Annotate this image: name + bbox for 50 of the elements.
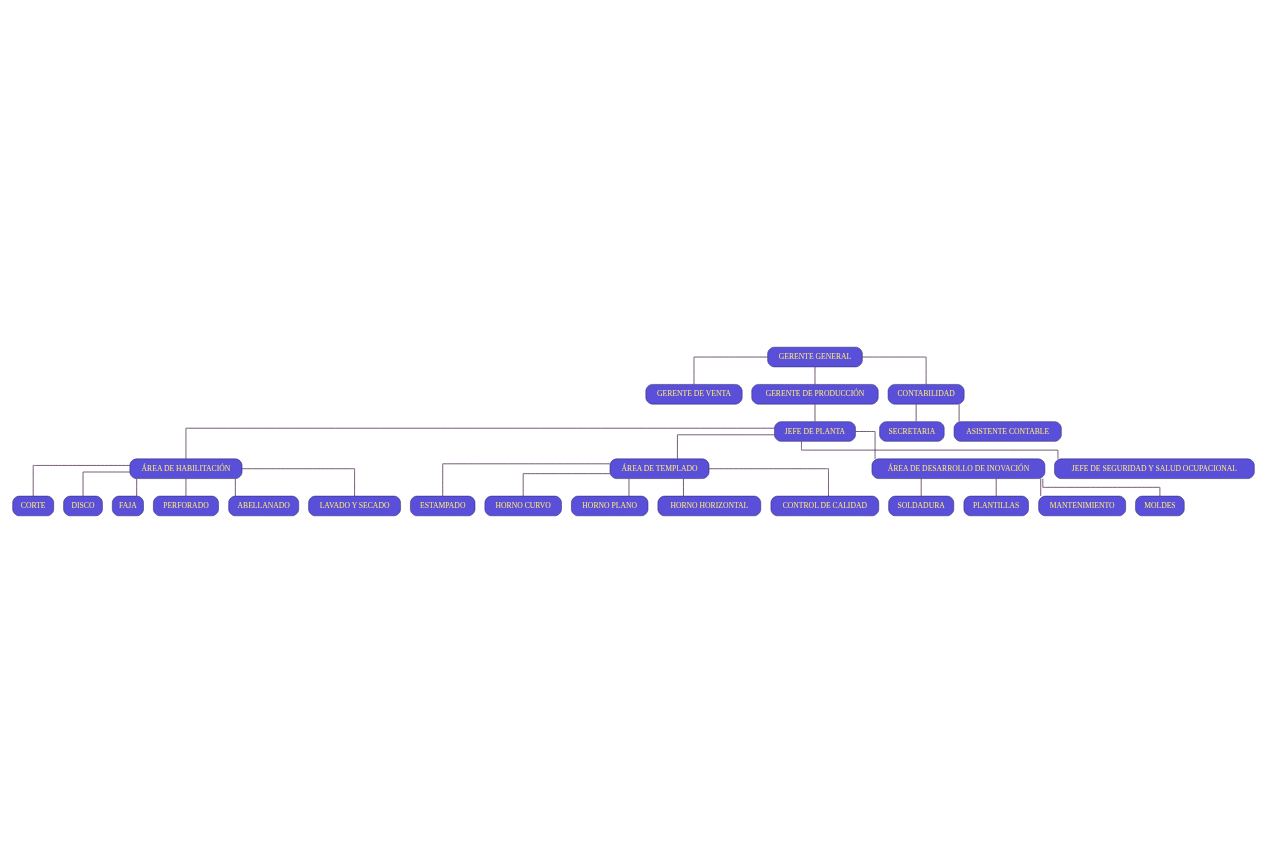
node-box: FAJA xyxy=(112,495,144,517)
node-box: CORTE xyxy=(12,495,54,517)
connector xyxy=(628,478,630,497)
node-box: GERENTE GENERAL xyxy=(767,346,863,368)
node-box: DISCO xyxy=(63,495,103,517)
connector xyxy=(814,403,816,422)
connector xyxy=(920,478,922,497)
node-box: ABELLANADO xyxy=(228,495,299,517)
node-box: ASISTENTE CONTABLE xyxy=(953,421,1062,442)
connector xyxy=(1042,478,1161,497)
node-box: PLANTILLAS xyxy=(963,495,1029,517)
connector xyxy=(82,471,131,497)
node-box: MANTENIMIENTO xyxy=(1038,495,1126,517)
node-box: JEFE DE PLANTA xyxy=(774,421,856,442)
connector xyxy=(801,441,1059,460)
connector xyxy=(185,427,775,460)
connector xyxy=(1040,478,1042,497)
connector xyxy=(32,465,131,497)
node-box: LAVADO Y SECADO xyxy=(308,495,401,517)
connector xyxy=(234,478,236,497)
connector xyxy=(693,356,768,385)
node-box: ÁREA DE TEMPLADO xyxy=(609,458,710,479)
node-box: SECRETARIA xyxy=(879,421,945,442)
node-box: PERFORADO xyxy=(153,495,219,517)
connector xyxy=(814,366,816,385)
node-box: HORNO CURVO xyxy=(484,495,562,517)
node-box: JEFE DE SEGURIDAD Y SALUD OCUPACIONAL xyxy=(1054,458,1255,479)
node-box: HORNO HORIZONTAL xyxy=(657,495,762,517)
connector xyxy=(862,356,927,385)
node-box: ESTAMPADO xyxy=(410,495,476,517)
connector xyxy=(442,463,611,497)
connector xyxy=(185,478,187,497)
connector xyxy=(915,403,917,422)
connector xyxy=(855,431,876,460)
node-box: CONTROL DE CALIDAD xyxy=(770,495,880,517)
node-box: HORNO PLANO xyxy=(571,495,649,517)
node-box: CONTABILIDAD xyxy=(887,384,965,405)
node-box: ÁREA DE DESARROLLO DE INOVACIÓN xyxy=(871,458,1046,479)
node-box: ÁREA DE HABILITACIÓN xyxy=(129,458,243,479)
node-box: MOLDES xyxy=(1135,495,1185,517)
connector xyxy=(995,478,997,497)
connector xyxy=(677,434,775,460)
node-box: GERENTE DE PRODUCCIÓN xyxy=(751,384,879,405)
connector xyxy=(136,478,138,497)
node-box: SOLDADURA xyxy=(888,495,955,517)
connector xyxy=(683,478,684,497)
connector xyxy=(522,473,611,497)
connector xyxy=(241,468,355,497)
node-box: GERENTE DE VENTA xyxy=(645,384,743,405)
connector xyxy=(708,468,829,497)
